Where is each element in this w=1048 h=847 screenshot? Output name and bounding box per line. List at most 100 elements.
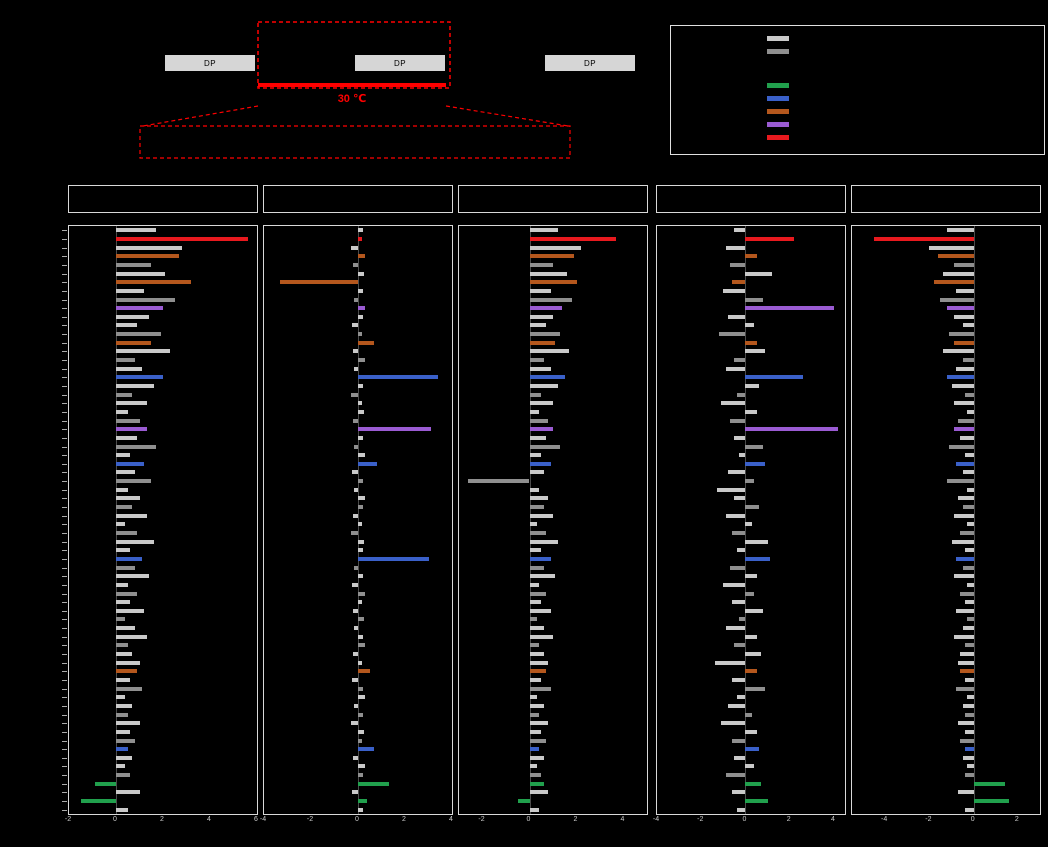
x-tick-label: 0 xyxy=(526,816,531,823)
bar-row-39 xyxy=(955,556,974,561)
y-axis-tick xyxy=(62,558,67,560)
bar-row-36 xyxy=(529,530,546,535)
bar-row-61 xyxy=(116,747,128,752)
bar-row-62 xyxy=(116,755,133,760)
bar-row-36 xyxy=(732,530,746,535)
bar-row-11 xyxy=(953,314,974,319)
y-axis-tick xyxy=(62,230,67,232)
bar-row-56 xyxy=(354,703,358,708)
bar-row-22 xyxy=(745,409,757,414)
bar-row-66 xyxy=(732,790,746,795)
y-axis-tick xyxy=(62,705,67,707)
y-axis-tick xyxy=(62,792,67,794)
bar-row-26 xyxy=(745,444,764,449)
bar-row-14 xyxy=(358,340,375,345)
bar-row-58 xyxy=(721,721,746,726)
bar-row-55 xyxy=(529,695,537,700)
bar-row-14 xyxy=(529,340,556,345)
bar-row-23 xyxy=(729,418,746,423)
y-axis-tick xyxy=(62,429,67,431)
bar-row-59 xyxy=(358,729,364,734)
bar-row-56 xyxy=(962,703,974,708)
bar-row-29 xyxy=(727,470,746,475)
bar-row-9 xyxy=(116,297,175,302)
bar-row-41 xyxy=(953,574,974,579)
bar-row-5 xyxy=(116,262,152,267)
y-axis-tick xyxy=(62,645,67,647)
bar-row-1 xyxy=(358,228,363,233)
bar-row-18 xyxy=(745,375,803,380)
bar-row-68 xyxy=(964,807,974,812)
bar-row-47 xyxy=(725,626,746,631)
y-axis-tick xyxy=(62,325,67,327)
y-axis-tick xyxy=(62,282,67,284)
bar-row-43 xyxy=(960,591,974,596)
bar-row-30 xyxy=(745,479,755,484)
bar-row-22 xyxy=(358,409,364,414)
bar-row-7 xyxy=(116,280,192,285)
bar-row-12 xyxy=(116,323,138,328)
bar-row-37 xyxy=(116,539,154,544)
bar-row-53 xyxy=(529,677,542,682)
bar-row-27 xyxy=(964,453,974,458)
bar-row-46 xyxy=(116,617,126,622)
bar-row-21 xyxy=(721,401,746,406)
y-axis-tick xyxy=(62,757,67,759)
bar-row-42 xyxy=(352,582,358,587)
bar-row-18 xyxy=(529,375,565,380)
bar-row-2 xyxy=(874,236,974,241)
bar-row-41 xyxy=(529,574,556,579)
bar-row-16 xyxy=(116,358,135,363)
y-axis-tick xyxy=(62,463,67,465)
y-axis-tick xyxy=(62,524,67,526)
bar-row-33 xyxy=(358,505,363,510)
bar-row-3 xyxy=(725,245,746,250)
legend-swatch-gray_dark xyxy=(767,49,789,54)
bar-row-45 xyxy=(353,608,358,613)
bar-row-13 xyxy=(358,332,362,337)
y-axis-tick xyxy=(62,610,67,612)
x-tick-label: 4 xyxy=(830,816,835,823)
bar-row-64 xyxy=(529,773,542,778)
bar-row-44 xyxy=(732,600,746,605)
bar-row-65 xyxy=(745,781,761,786)
y-axis-tick xyxy=(62,238,67,240)
bar-row-48 xyxy=(745,634,757,639)
bar-row-30 xyxy=(358,479,363,484)
y-axis-tick xyxy=(62,273,67,275)
bar-row-31 xyxy=(354,487,358,492)
bar-row-59 xyxy=(116,729,131,734)
bar-row-20 xyxy=(116,392,133,397)
bar-row-3 xyxy=(929,245,974,250)
bar-row-25 xyxy=(358,435,363,440)
bar-row-18 xyxy=(358,375,438,380)
bar-row-30 xyxy=(947,479,974,484)
y-axis-tick xyxy=(62,550,67,552)
bar-row-11 xyxy=(529,314,553,319)
bar-row-63 xyxy=(745,764,755,769)
bar-row-32 xyxy=(116,496,140,501)
bar-row-31 xyxy=(529,487,539,492)
bar-row-2 xyxy=(116,236,248,241)
bar-row-20 xyxy=(736,392,746,397)
bar-row-67 xyxy=(973,799,1010,804)
bar-row-40 xyxy=(116,565,135,570)
bar-row-63 xyxy=(358,764,366,769)
y-axis-tick xyxy=(62,801,67,803)
bar-row-58 xyxy=(116,721,140,726)
bar-row-13 xyxy=(949,332,974,337)
bar-row-33 xyxy=(745,505,759,510)
bar-row-29 xyxy=(962,470,974,475)
bar-row-33 xyxy=(116,505,133,510)
bar-row-47 xyxy=(529,626,544,631)
legend-swatch-gray_light xyxy=(767,36,789,41)
bar-row-50 xyxy=(353,652,358,657)
y-axis-tick xyxy=(62,532,67,534)
panel-header-3 xyxy=(458,185,648,213)
bar-row-25 xyxy=(529,435,546,440)
bar-row-32 xyxy=(358,496,366,501)
bar-row-10 xyxy=(745,306,834,311)
bar-row-34 xyxy=(953,513,974,518)
bar-row-53 xyxy=(964,677,974,682)
